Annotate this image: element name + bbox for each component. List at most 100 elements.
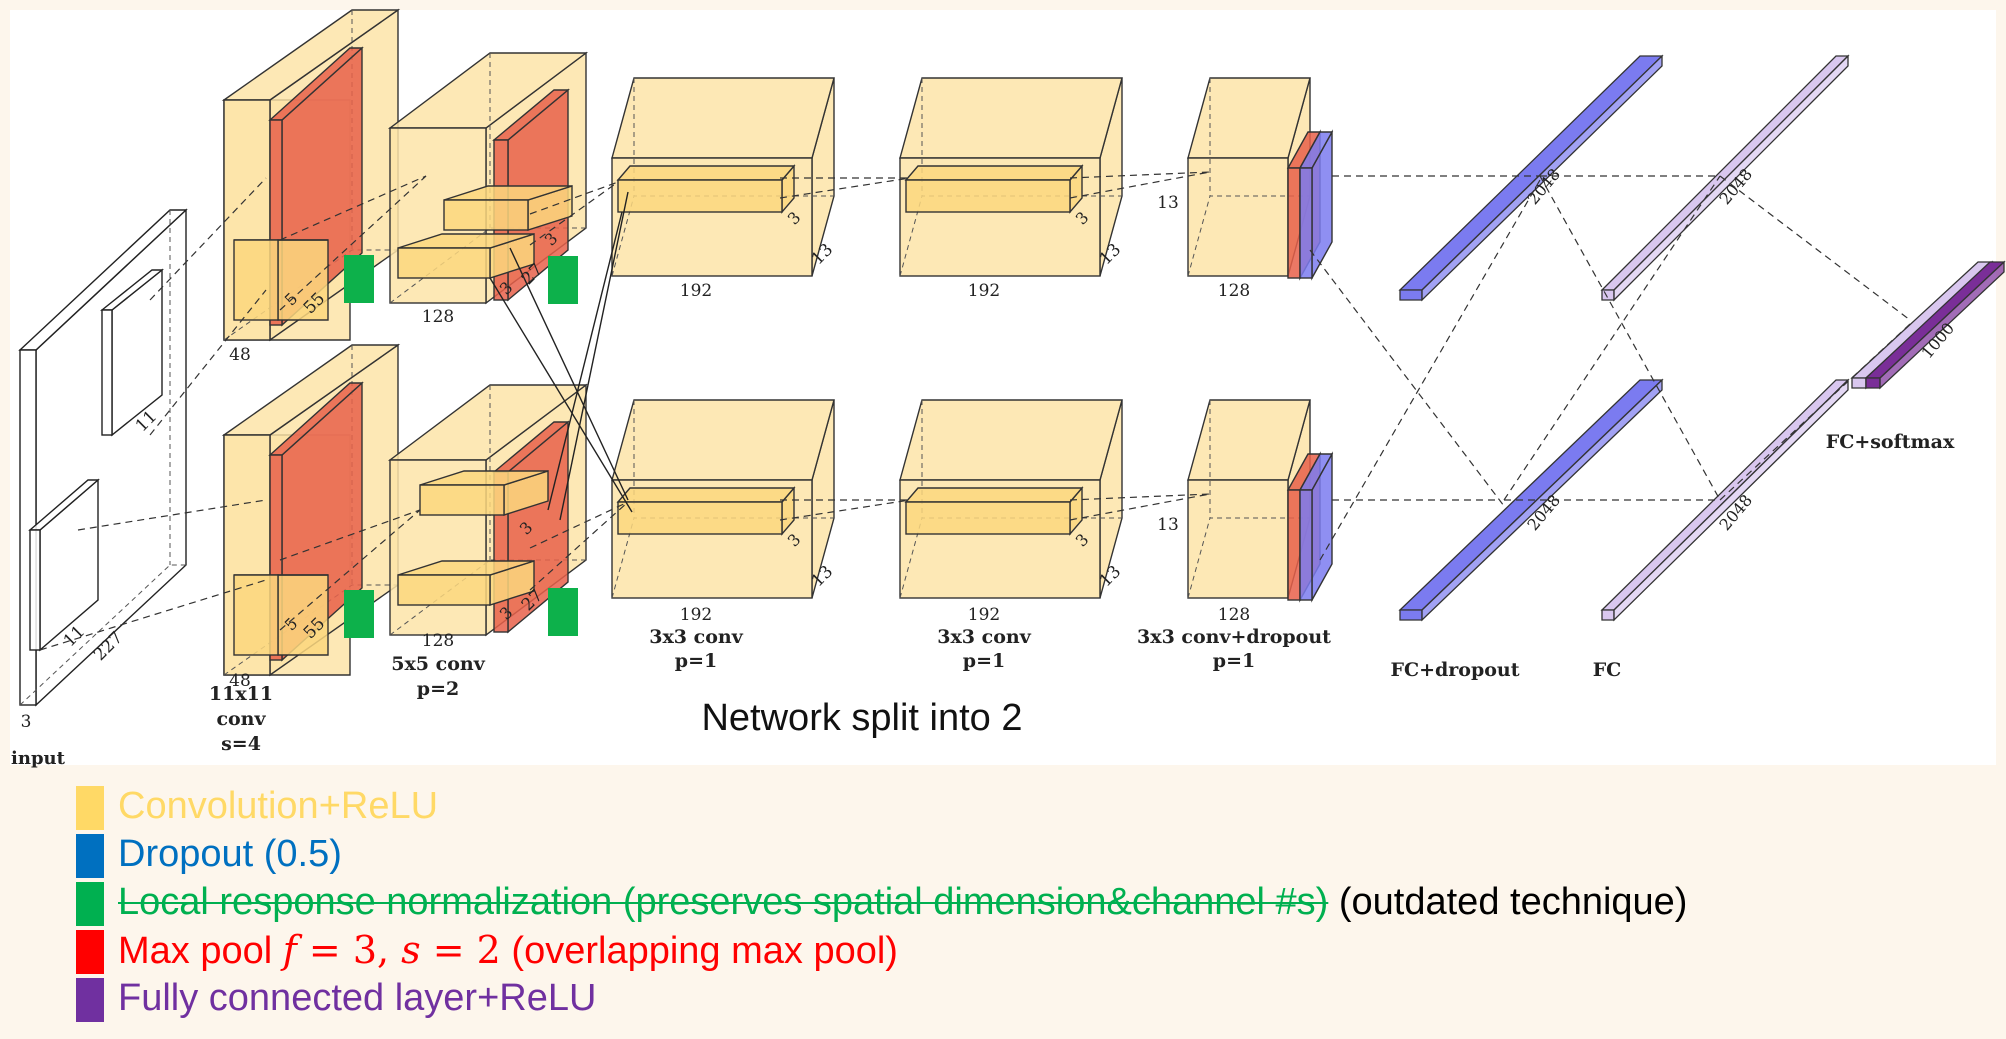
conn-c2-c3-cross-b [509, 247, 629, 501]
legend-swatch-fc [76, 978, 104, 1022]
input-depth-label: 3 [21, 712, 32, 732]
conv4-bottom-slice-front [905, 501, 1071, 535]
fc2-top-side [1613, 54, 1849, 302]
conn-c2-c3-top-a [529, 181, 619, 215]
conv3-op-line-0: 3x3 conv [649, 626, 743, 648]
conn-c5-fc1-cross-a [1309, 249, 1505, 507]
conv5-top-maxpool-front [1287, 167, 1301, 279]
legend-label-conv: Convolution+ReLU [118, 785, 439, 827]
legend-swatch-lrn [76, 882, 104, 926]
fc2-top-face [1600, 55, 1850, 291]
conv5-top-channels: 128 [1218, 281, 1250, 301]
conv2-top-channels: 128 [422, 307, 454, 327]
conv1-bottom-kernel-front [233, 574, 279, 656]
diagram-title: Network split into 2 [701, 697, 1022, 739]
fc1-top-end [1399, 289, 1423, 301]
conv2-op-line-1: p=2 [417, 678, 459, 700]
conv1-bottom-channels: 48 [229, 671, 251, 691]
conv5-bottom-block-front [1187, 479, 1289, 599]
conn-c2-c3-bot-a [529, 501, 629, 549]
conv5-bottom-channels: 128 [1218, 605, 1250, 625]
conv4-bottom-block-top [899, 399, 1123, 481]
conn-c1-c2-top-a [279, 175, 427, 241]
fc2-bottom-face [1600, 379, 1850, 611]
conn-c1-c2-top-b [279, 175, 427, 311]
legend-maxpool-eq1: = 3, [296, 928, 402, 972]
input-kernel-bottom-front [29, 529, 41, 651]
legend-maxpool-eq2: = 2 [420, 928, 501, 972]
conv5-op-line-0: 3x3 conv+dropout [1137, 626, 1331, 648]
conv3-bottom-channels: 192 [680, 605, 712, 625]
fc1-label: FC+dropout [1390, 659, 1519, 681]
conv4-bottom-channels: 192 [968, 605, 1000, 625]
legend-label-lrn-struck: Local response normalization (preserves … [118, 881, 1329, 923]
legend-maxpool-s: s [401, 928, 421, 972]
conv4-bottom-slice-top [904, 487, 1084, 503]
conn-in-c1-bot-b [39, 579, 267, 651]
conv2-top-lrn [548, 256, 578, 304]
conv2-op-line-0: 5x5 conv [391, 653, 485, 675]
fc1-bottom-face [1398, 379, 1664, 611]
fc3-dark-side [1879, 260, 2005, 390]
conv5-top-size: 13 [1157, 193, 1179, 213]
alexnet-diagram: 3input2271111484855555511x11convs=412812… [11, 8, 2006, 769]
conv1-op-line-1: conv [216, 708, 266, 730]
conv4-top-slice-front [905, 179, 1071, 213]
conn-in-c1-top-b [149, 289, 267, 436]
conn-c3-c4-top-b [779, 177, 911, 199]
conv3-bottom-slice-top [616, 487, 796, 503]
conv1-top-lrn [344, 255, 374, 303]
fc3-dark-face [1864, 261, 2006, 379]
legend-label-lrn: Local response normalization (preserves … [118, 878, 1687, 926]
fc3-dark-end [1865, 377, 1881, 389]
conv2-bottom-lrn [548, 588, 578, 636]
fc2-bottom-side [1613, 378, 1849, 622]
legend-label-lrn-note: (outdated technique) [1338, 881, 1688, 923]
conv3-top-slice-front [617, 179, 783, 213]
legend-label-dropout: Dropout (0.5) [118, 833, 342, 875]
conv2-top-kernel-back-front [443, 199, 529, 231]
fc2-label: FC [1593, 659, 1622, 681]
conv3-bottom-block-top [611, 399, 835, 481]
conv3-top-channels: 192 [680, 281, 712, 301]
conv5-top-block-front [1187, 157, 1289, 277]
conv2-top-kernel-front-front [397, 247, 491, 279]
conv3-top-slice-top [616, 165, 796, 181]
conv4-top-channels: 192 [968, 281, 1000, 301]
conn-fc1-fc2-cross-b [1503, 175, 1721, 501]
conv2-bottom-kernel-back-front [419, 484, 505, 516]
conv5-top-block-top [1187, 77, 1311, 159]
conv1-bottom-lrn [344, 590, 374, 638]
fc2-top-end [1601, 289, 1615, 301]
conv1-op-line-2: s=4 [221, 733, 261, 755]
conv1-top-channels: 48 [229, 345, 251, 365]
conv4-op-line-1: p=1 [963, 650, 1005, 672]
conn-c2-c3-cross-a [489, 277, 633, 513]
conv4-top-block-top [899, 77, 1123, 159]
conn-in-c1-top-a [149, 177, 267, 301]
conv1-top-kernel-front [233, 239, 279, 321]
conn-c2-c3-cross-d [547, 211, 623, 511]
conv5-op-line-1: p=1 [1213, 650, 1255, 672]
legend-maxpool-f: f [282, 928, 297, 972]
conn-c3-c4-bot-b [779, 499, 911, 521]
fc2-bottom-end [1601, 609, 1615, 621]
conv3-op-line-1: p=1 [675, 650, 717, 672]
conv5-bottom-maxpool-front [1287, 489, 1301, 601]
conv2-bottom-kernel-front-front [397, 574, 491, 606]
fc3-label: FC+softmax [1826, 431, 1955, 453]
conv4-top-slice-top [904, 165, 1084, 181]
fc1-top-side [1421, 54, 1663, 302]
conv3-bottom-slice-front [617, 501, 783, 535]
legend-label-maxpool: Max pool f = 3, s = 2 (overlapping max p… [118, 926, 898, 975]
legend-maxpool-prefix: Max pool [118, 930, 283, 972]
legend-maxpool-suffix: (overlapping max pool) [500, 930, 898, 972]
conv2-bottom-channels: 128 [422, 631, 454, 651]
conv5-bottom-size: 13 [1157, 515, 1179, 535]
conv5-bottom-dropout-front [1299, 489, 1313, 601]
legend-swatch-conv [76, 786, 104, 830]
conv5-bottom-block-top [1187, 399, 1311, 481]
conv5-top-dropout-front [1299, 167, 1313, 279]
input-kernel-top-front [101, 309, 113, 436]
conn-c2-c3-bot-b [529, 501, 629, 591]
